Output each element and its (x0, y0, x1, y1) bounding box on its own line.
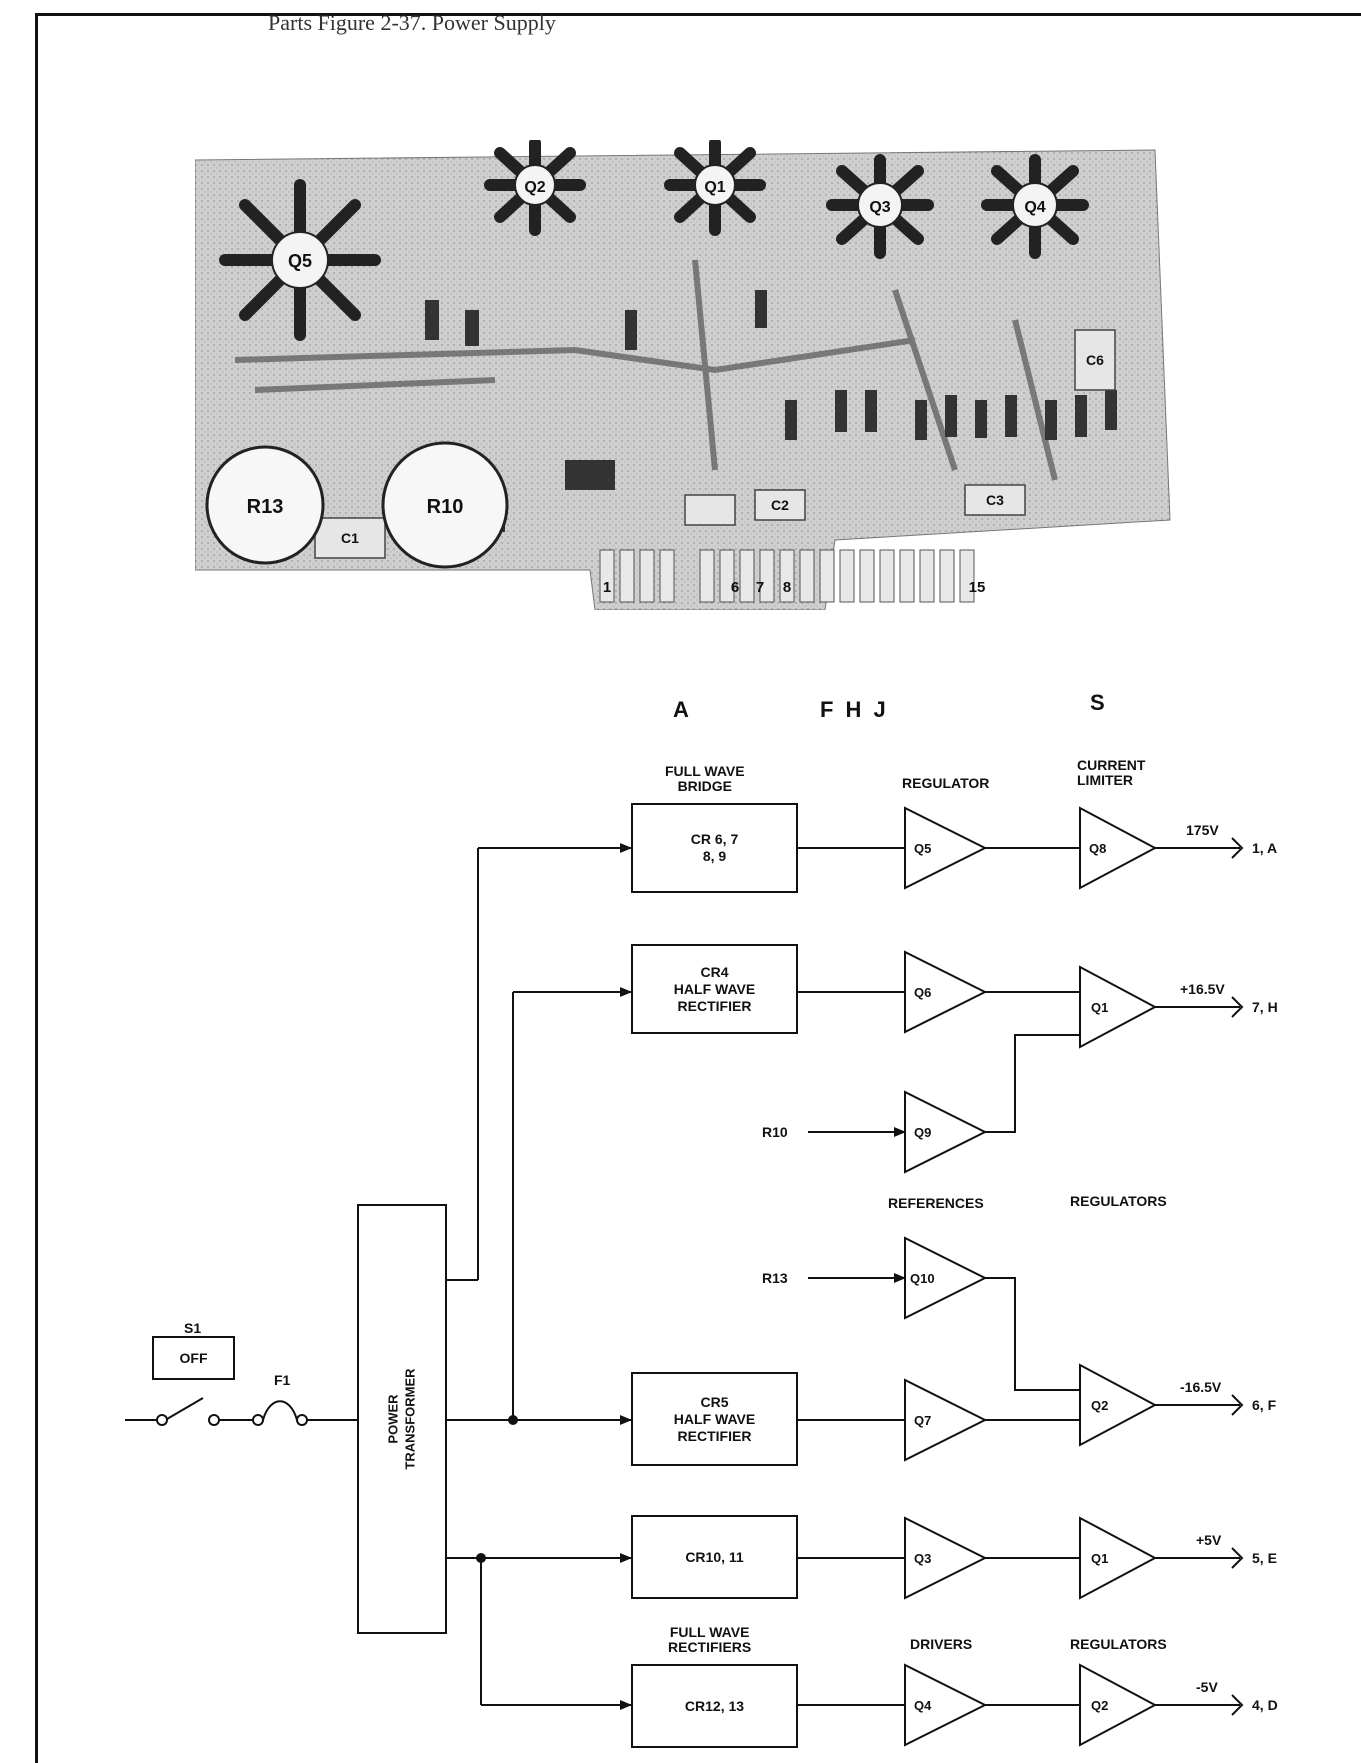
output-m16v: -16.5V (1180, 1379, 1221, 1395)
cr4-label: CR4 HALF WAVE RECTIFIER (674, 964, 755, 1015)
amp-q5-label: Q5 (914, 841, 931, 856)
amp-q1a-label: Q1 (1091, 1000, 1108, 1015)
power-transformer-label: POWER TRANSFORMER (385, 1368, 419, 1469)
header-full-wave-rectifiers: FULL WAVE RECTIFIERS (668, 1625, 751, 1655)
power-transformer-block: POWER TRANSFORMER (357, 1204, 447, 1634)
amp-q2a-label: Q2 (1091, 1398, 1108, 1413)
amp-q10-label: Q10 (910, 1271, 935, 1286)
amp-q2b-label: Q2 (1091, 1698, 1108, 1713)
output-p16v: +16.5V (1180, 981, 1225, 997)
header-references: REFERENCES (888, 1196, 984, 1211)
output-p5v: +5V (1196, 1532, 1221, 1548)
header-regulator: REGULATOR (902, 776, 989, 791)
input-r13: R13 (762, 1270, 788, 1286)
output-m5v-pin: 4, D (1252, 1697, 1278, 1713)
header-regulators-bottom: REGULATORS (1070, 1637, 1167, 1652)
amp-q3-label: Q3 (914, 1551, 931, 1566)
amp-q1b-label: Q1 (1091, 1551, 1108, 1566)
amp-q7-label: Q7 (914, 1413, 931, 1428)
amp-q6-label: Q6 (914, 985, 931, 1000)
cr1213-label: CR12, 13 (685, 1698, 744, 1715)
output-m16v-pin: 6, F (1252, 1397, 1276, 1413)
input-r10: R10 (762, 1124, 788, 1140)
header-regulators-mid: REGULATORS (1070, 1194, 1167, 1209)
s1-off-box: OFF (152, 1336, 235, 1380)
output-m5v: -5V (1196, 1679, 1218, 1695)
cr5-block: CR5 HALF WAVE RECTIFIER (631, 1372, 798, 1466)
amp-q9-label: Q9 (914, 1125, 931, 1140)
header-full-wave-bridge: FULL WAVE BRIDGE (665, 764, 745, 794)
cr4-block: CR4 HALF WAVE RECTIFIER (631, 944, 798, 1034)
s1-label: S1 (184, 1320, 201, 1336)
amp-q8-label: Q8 (1089, 841, 1106, 856)
s1-off-text: OFF (180, 1350, 208, 1367)
amp-q4-label: Q4 (914, 1698, 932, 1713)
header-drivers: DRIVERS (910, 1637, 972, 1652)
header-current-limiter: CURRENT LIMITER (1077, 758, 1145, 788)
output-p16v-pin: 7, H (1252, 999, 1278, 1015)
cr5-label: CR5 HALF WAVE RECTIFIER (674, 1394, 755, 1445)
output-175v: 175V (1186, 822, 1219, 838)
cr1011-label: CR10, 11 (685, 1549, 743, 1566)
output-p5v-pin: 5, E (1252, 1550, 1277, 1566)
cr6789-block: CR 6, 7 8, 9 (631, 803, 798, 893)
cr1011-block: CR10, 11 (631, 1515, 798, 1599)
output-175v-pin: 1, A (1252, 840, 1277, 856)
cr6789-label: CR 6, 7 8, 9 (691, 831, 738, 865)
f1-label: F1 (274, 1372, 290, 1388)
cr1213-block: CR12, 13 (631, 1664, 798, 1748)
